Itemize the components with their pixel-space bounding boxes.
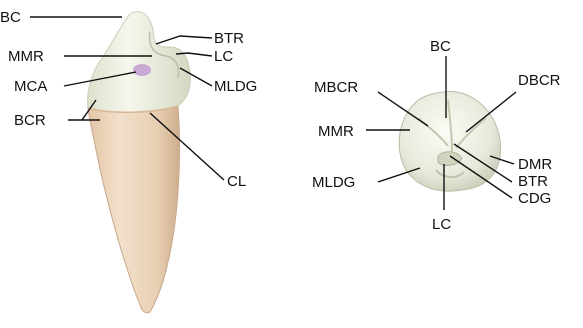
label-btr-occlusal: BTR — [518, 173, 548, 190]
label-lc-occlusal: LC — [432, 216, 451, 233]
label-dbcr: DBCR — [518, 72, 561, 89]
leader-btr — [156, 36, 212, 44]
label-btr-lateral: BTR — [214, 30, 244, 47]
label-cdg: CDG — [518, 190, 551, 207]
label-bcr-lateral: BCR — [14, 112, 46, 129]
label-bc-occlusal: BC — [430, 38, 451, 55]
label-mbcr: MBCR — [314, 79, 358, 96]
lateral-tooth — [88, 12, 191, 313]
label-mmr-lateral: MMR — [8, 48, 44, 65]
label-mca-lateral: MCA — [14, 78, 47, 95]
occlusal-tooth — [399, 92, 500, 192]
tooth-crown — [88, 12, 191, 113]
label-bc-lateral: BC — [0, 9, 21, 26]
label-lc-lateral: LC — [214, 48, 233, 65]
tooth-root — [88, 106, 180, 313]
mesial-contact-area — [133, 64, 151, 76]
label-mldg-occlusal: MLDG — [312, 174, 355, 191]
label-mmr-occlusal: MMR — [318, 123, 354, 140]
label-dmr: DMR — [518, 156, 552, 173]
label-mldg-lateral: MLDG — [214, 78, 257, 95]
label-cl-lateral: CL — [227, 173, 246, 190]
